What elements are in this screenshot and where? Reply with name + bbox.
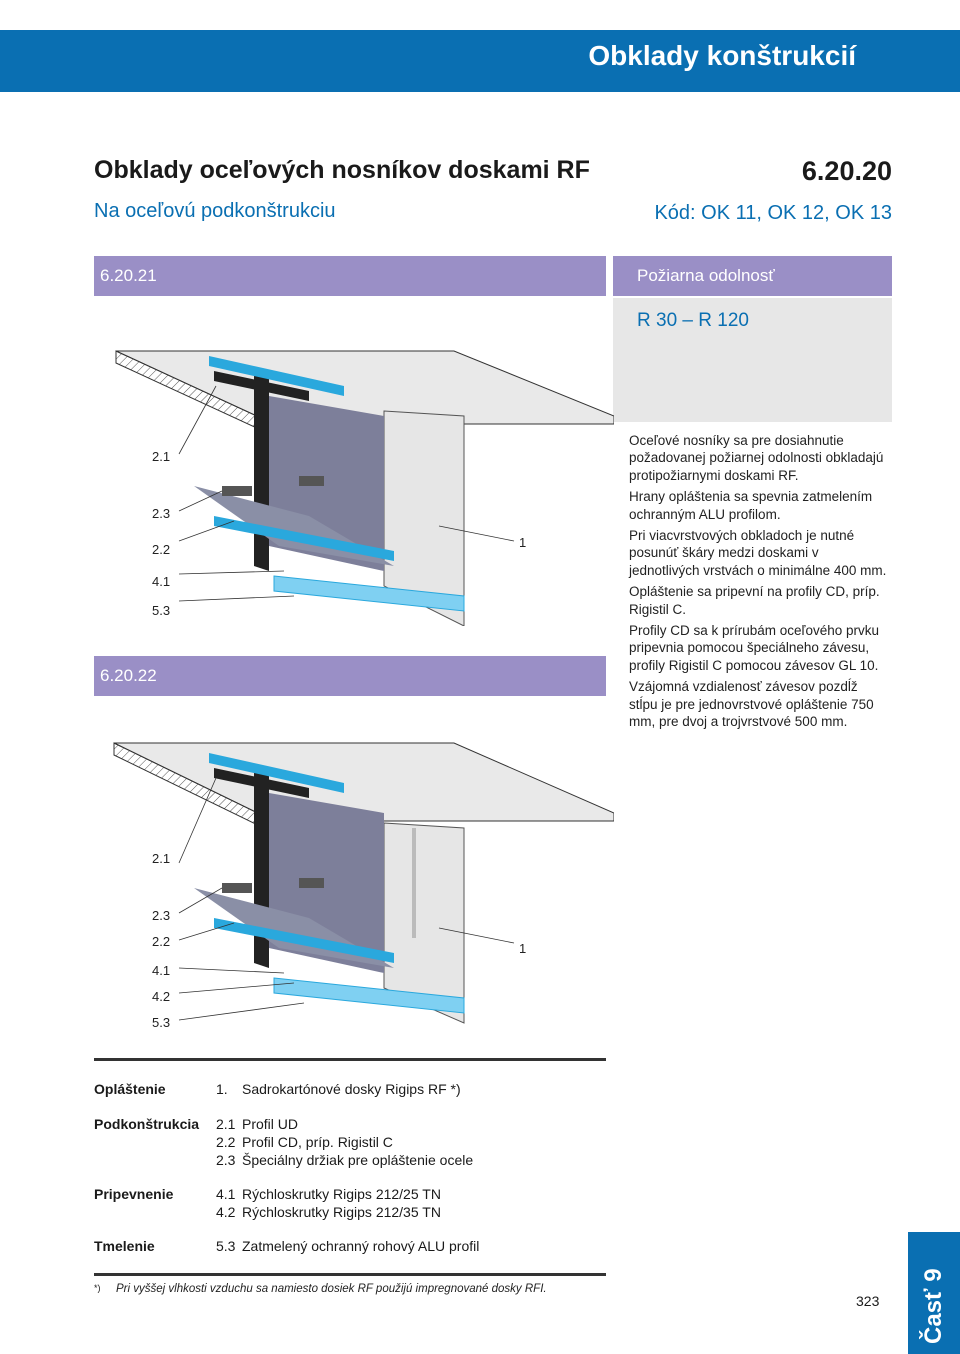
description-paragraph: Opláštenie sa pripevní na profily CD, pr… (629, 584, 880, 617)
figure2-drawing (113, 742, 614, 1024)
legend-item-text: Špeciálny držiak pre opláštenie ocele (242, 1152, 474, 1168)
figure1-label-2-3: 2.3 (152, 506, 171, 521)
description-paragraph: Vzájomná vzdialenosť závesov pozdĺž stĺp… (629, 679, 874, 730)
legend-item-code: 2.1 (216, 1116, 236, 1132)
page-number: 323 (856, 1293, 880, 1309)
description-paragraph: Oceľové nosníky sa pre dosiahnutie požad… (629, 433, 884, 483)
legend-item-text: Zatmelený ochranný rohový ALU profil (242, 1238, 480, 1254)
part-label: Časť 9 (920, 1268, 947, 1344)
header-band (0, 30, 960, 92)
legend-group-name: Podkonštrukcia (94, 1116, 200, 1132)
legend-item-text: Rýchloskrutky Rigips 212/35 TN (242, 1204, 441, 1220)
legend-group-name: Tmelenie (94, 1238, 155, 1254)
figure2-number: 6.20.22 (100, 666, 157, 685)
legend-item-code: 4.1 (216, 1186, 236, 1202)
legend-item-text: Rýchloskrutky Rigips 212/25 TN (242, 1186, 441, 1202)
figure2-label-4-2: 4.2 (152, 989, 171, 1004)
legend-item-code: 4.2 (216, 1204, 236, 1220)
fire-resistance-panel: R 30 – R 120 (613, 298, 892, 422)
fire-resistance-label: Požiarna odolnosť (637, 266, 775, 285)
figure1-number-bar: 6.20.21 (94, 256, 606, 296)
legend-group-name: Opláštenie (94, 1081, 166, 1097)
figure1-label-5-3: 5.3 (152, 603, 171, 618)
description-paragraph: Hrany opláštenia sa spevnia zatmelením o… (629, 489, 873, 522)
description-text: Oceľové nosníky sa pre dosiahnutie požad… (629, 432, 889, 735)
legend-item-text: Profil CD, príp. Rigistil C (242, 1134, 393, 1150)
legend-item-code: 2.3 (216, 1152, 236, 1168)
product-code: Kód: OK 11, OK 12, OK 13 (654, 202, 892, 224)
legend-item-code: 1. (216, 1081, 228, 1097)
legend-bottom-rule (94, 1273, 606, 1276)
fire-resistance-bar: Požiarna odolnosť (613, 256, 892, 296)
legend-item-code: 5.3 (216, 1238, 236, 1254)
page-subtitle: Na oceľovú podkonštrukciu (94, 200, 336, 222)
figure2-label-2-1: 2.1 (152, 851, 171, 866)
figure2-label-5-3: 5.3 (152, 1015, 171, 1030)
figure1-label-2-2: 2.2 (152, 542, 171, 557)
footnote-mark: *) (94, 1283, 101, 1293)
section-title: Obklady konštrukcií (588, 40, 856, 71)
figure2-label-2-2: 2.2 (152, 934, 171, 949)
legend-group-name: Pripevnenie (94, 1186, 174, 1202)
description-paragraph: Profily CD sa k prírubám oceľového prvku… (629, 623, 880, 673)
description-paragraph: Pri viacvrstvových obkladoch je nutné po… (629, 528, 887, 578)
figure2-label-4-1: 4.1 (152, 963, 171, 978)
figure2-label-2-3: 2.3 (152, 908, 171, 923)
legend-item-text: Profil UD (242, 1116, 299, 1132)
figure1-drawing (115, 350, 614, 626)
figure2-label-1: 1 (519, 941, 527, 956)
fire-resistance-value: R 30 – R 120 (637, 310, 749, 331)
part-tab: Časť 9 (908, 1232, 960, 1354)
legend-top-rule (94, 1058, 606, 1061)
figure1-label-1: 1 (519, 535, 527, 550)
figure1-label-2-1: 2.1 (152, 449, 171, 464)
figure1-number: 6.20.21 (100, 266, 157, 285)
figure1-label-4-1: 4.1 (152, 574, 171, 589)
document-number: 6.20.20 (801, 156, 892, 186)
figure2-number-bar: 6.20.22 (94, 656, 606, 696)
legend-item-code: 2.2 (216, 1134, 236, 1150)
footnote-text: Pri vyššej vlhkosti vzduchu sa namiesto … (116, 1283, 547, 1295)
page-title: Obklady oceľových nosníkov doskami RF (94, 156, 590, 184)
corner-notch (893, 0, 960, 30)
legend-item-text: Sadrokartónové dosky Rigips RF *) (242, 1081, 461, 1097)
